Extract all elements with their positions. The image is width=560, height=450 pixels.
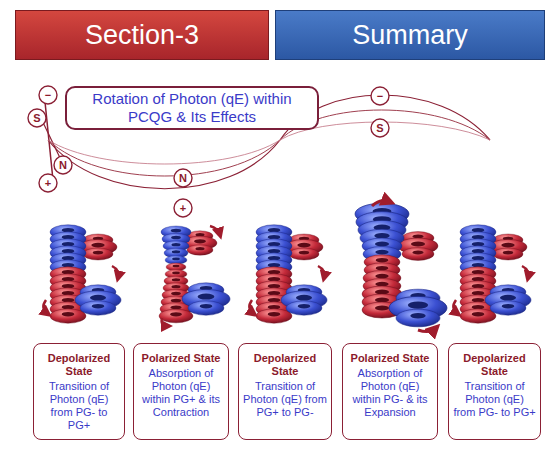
state-box: Polarized StateAbsorption of Photon (qE)…	[133, 343, 229, 440]
header-text: Section-3	[85, 20, 199, 51]
state-title: Depolarized State	[243, 352, 327, 378]
state-box: Depolarized StateTransition of Photon (q…	[33, 343, 125, 440]
pole-letter: N	[59, 159, 67, 171]
pole-circle: −	[370, 86, 390, 106]
header-box: Section-3	[15, 10, 269, 60]
state-description: Absorption of Photon (qE) within PG+ & i…	[138, 367, 224, 419]
pole-letter: −	[45, 89, 51, 101]
state-description: Transition of Photon (qE) from PG- to PG…	[38, 380, 120, 432]
state-title: Polarized State	[142, 352, 221, 365]
pole-letter: S	[376, 122, 383, 134]
pole-letter: +	[180, 202, 186, 214]
torus-figures	[43, 201, 531, 332]
pole-circle: −	[38, 85, 58, 105]
state-description: Absorption of Photon (qE) within PG- & i…	[347, 367, 433, 419]
pole-circle: N	[173, 168, 193, 188]
state-box: Depolarized StateTransition of Photon (q…	[448, 343, 541, 440]
state-box: Depolarized StateTransition of Photon (q…	[238, 343, 332, 440]
title-box: Rotation of Photon (qE) within PCQG & It…	[65, 86, 319, 130]
header-box: Summary	[275, 10, 545, 60]
state-description: Transition of Photon (qE) from PG+ to PG…	[243, 380, 327, 419]
state-description: Transition of Photon (qE) from PG- to PG…	[453, 380, 536, 419]
pole-letter: +	[45, 177, 51, 189]
pole-circle: +	[173, 198, 193, 218]
title-text: Rotation of Photon (qE) within PCQG & It…	[75, 90, 309, 126]
pole-circle: S	[27, 108, 47, 128]
state-title: Depolarized State	[453, 352, 536, 378]
pole-circle: +	[38, 173, 58, 193]
header-text: Summary	[352, 20, 468, 51]
pole-letter: N	[179, 172, 187, 184]
pole-letter: S	[33, 112, 40, 124]
pole-circle: N	[53, 155, 73, 175]
state-title: Depolarized State	[38, 352, 120, 378]
state-title: Polarized State	[351, 352, 430, 365]
pole-letter: −	[377, 90, 383, 102]
state-box: Polarized StateAbsorption of Photon (qE)…	[342, 343, 438, 440]
pole-circle: S	[370, 118, 390, 138]
